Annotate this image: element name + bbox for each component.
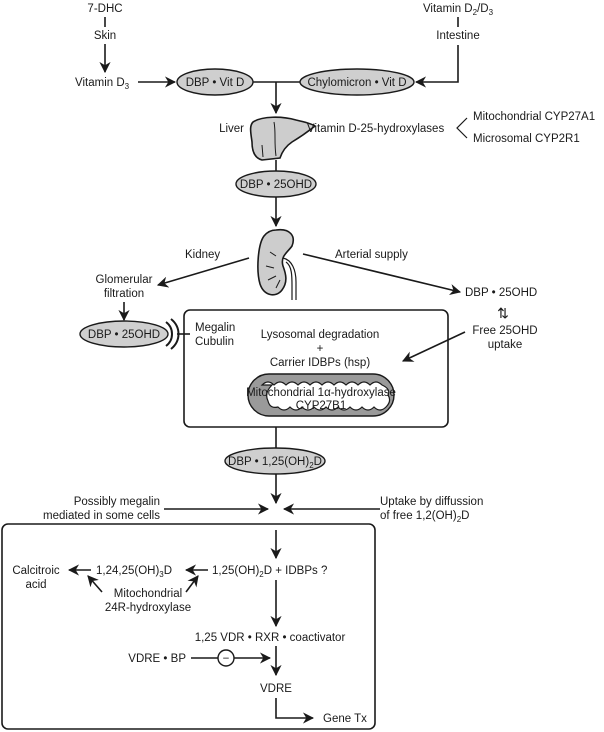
arrow-enzyme-left: [87, 575, 103, 593]
arrow-kidney-to-glomerular: [156, 257, 250, 288]
lysosomal-label: Lysosomal degradation: [261, 329, 379, 341]
hydroxylase24-label-2: 24R-hydroxylase: [105, 602, 191, 614]
oval-dbp-125ohd: [224, 447, 326, 475]
diffusion-label-2: of free 1,2(OH)2D: [380, 510, 469, 524]
liver-lobe-line: [261, 144, 264, 158]
kidney-label: Kidney: [185, 249, 220, 261]
cyp27b1-label: CYP27B1: [296, 400, 347, 412]
hydroxylase24-label-1: Mitochondrial: [114, 588, 182, 600]
filtered-dbp-25ohd-label: DBP • 25OHD: [88, 329, 160, 341]
mitochondria-inner: [260, 381, 391, 411]
megalin-mediated-label-2: mediated in some cells: [43, 510, 160, 522]
free-25ohd-label: Free 25OHD: [472, 325, 537, 337]
enzyme-group-label: Vitamin D-25-hydroxylases: [307, 123, 444, 135]
enzyme-branch: [456, 117, 468, 139]
cubulin-label: Cubulin: [195, 336, 234, 348]
enzyme-cyp27a1: Mitochondrial CYP27A1: [473, 111, 595, 123]
chylomicron-vitd-label: Chylomicron • Vit D: [307, 77, 406, 89]
arterial-dbp-25ohd: DBP • 25OHD: [465, 287, 537, 299]
kidney-detail: [265, 251, 281, 289]
receptor-icon: [165, 321, 173, 347]
mito-hydroxylase-label: Mitochondrial 1α-hydroxylase: [246, 387, 396, 399]
inhibition-symbol: −: [223, 653, 230, 665]
liver-lobe-line: [273, 121, 277, 157]
arrow-free-uptake: [401, 331, 466, 362]
liver-label: Liver: [219, 123, 244, 135]
trihydroxy-label: 1,24,25(OH)3D: [96, 565, 172, 579]
arrow-arterial-supply: [302, 253, 462, 296]
oval-filtered-dbp-25ohd: [79, 320, 169, 348]
glomerular-label-1: Glomerular: [96, 274, 153, 286]
site-intestine: Intestine: [436, 30, 479, 42]
vitamin-d3-label: Vitamin D3: [75, 77, 130, 91]
source-7dhc: 7-DHC: [87, 3, 122, 15]
site-skin: Skin: [94, 30, 116, 42]
enzyme-cyp2r1: Microsomal CYP2R1: [473, 133, 580, 145]
dihydroxy-idbps-label: 1,25(OH)2D + IDBPs ?: [212, 565, 327, 579]
kidney-cell-box: [183, 309, 449, 428]
megalin-mediated-label-1: Possibly megalin: [74, 496, 160, 508]
plus-label: +: [317, 343, 324, 355]
dbp-vitd-label: DBP • Vit D: [186, 77, 245, 89]
liver-icon: [249, 116, 317, 161]
ureter-line: [282, 257, 297, 300]
diffusion-label-1: Uptake by diffussion: [380, 496, 483, 508]
uptake-label: uptake: [488, 339, 523, 351]
ureter-line: [285, 261, 293, 300]
calcitroic-label-2: acid: [25, 579, 46, 591]
arterial-supply-label: Arterial supply: [335, 249, 408, 261]
kidney-icon: [257, 228, 294, 296]
arrow-to-gene-tx: [275, 698, 315, 724]
vdr-complex-label: 1,25 VDR • RXR • coactivator: [195, 632, 346, 644]
arrow-enzyme-right: [185, 575, 199, 593]
gene-tx-label: Gene Tx: [323, 713, 367, 725]
equilibrium-icon: ⇅: [497, 305, 509, 321]
oval-chylomicron-vitd: [299, 68, 415, 96]
carrier-idbps-label: Carrier IDBPs (hsp): [270, 357, 370, 369]
target-cell-box: [1, 523, 376, 730]
megalin-label: Megalin: [195, 322, 235, 334]
arrow-intestine-to-chylomicron: [414, 45, 459, 88]
source-vitamin-d2-d3: Vitamin D2/D3: [423, 3, 494, 17]
dbp-25ohd-label: DBP • 25OHD: [240, 179, 312, 191]
vdre-label: VDRE: [260, 683, 292, 695]
calcitroic-label-1: Calcitroic: [12, 565, 60, 577]
dbp-125ohd-label: DBP • 1,25(OH)2D: [228, 456, 322, 470]
vdre-bp-label: VDRE • BP: [128, 653, 186, 665]
glomerular-label-2: filtration: [104, 288, 144, 300]
